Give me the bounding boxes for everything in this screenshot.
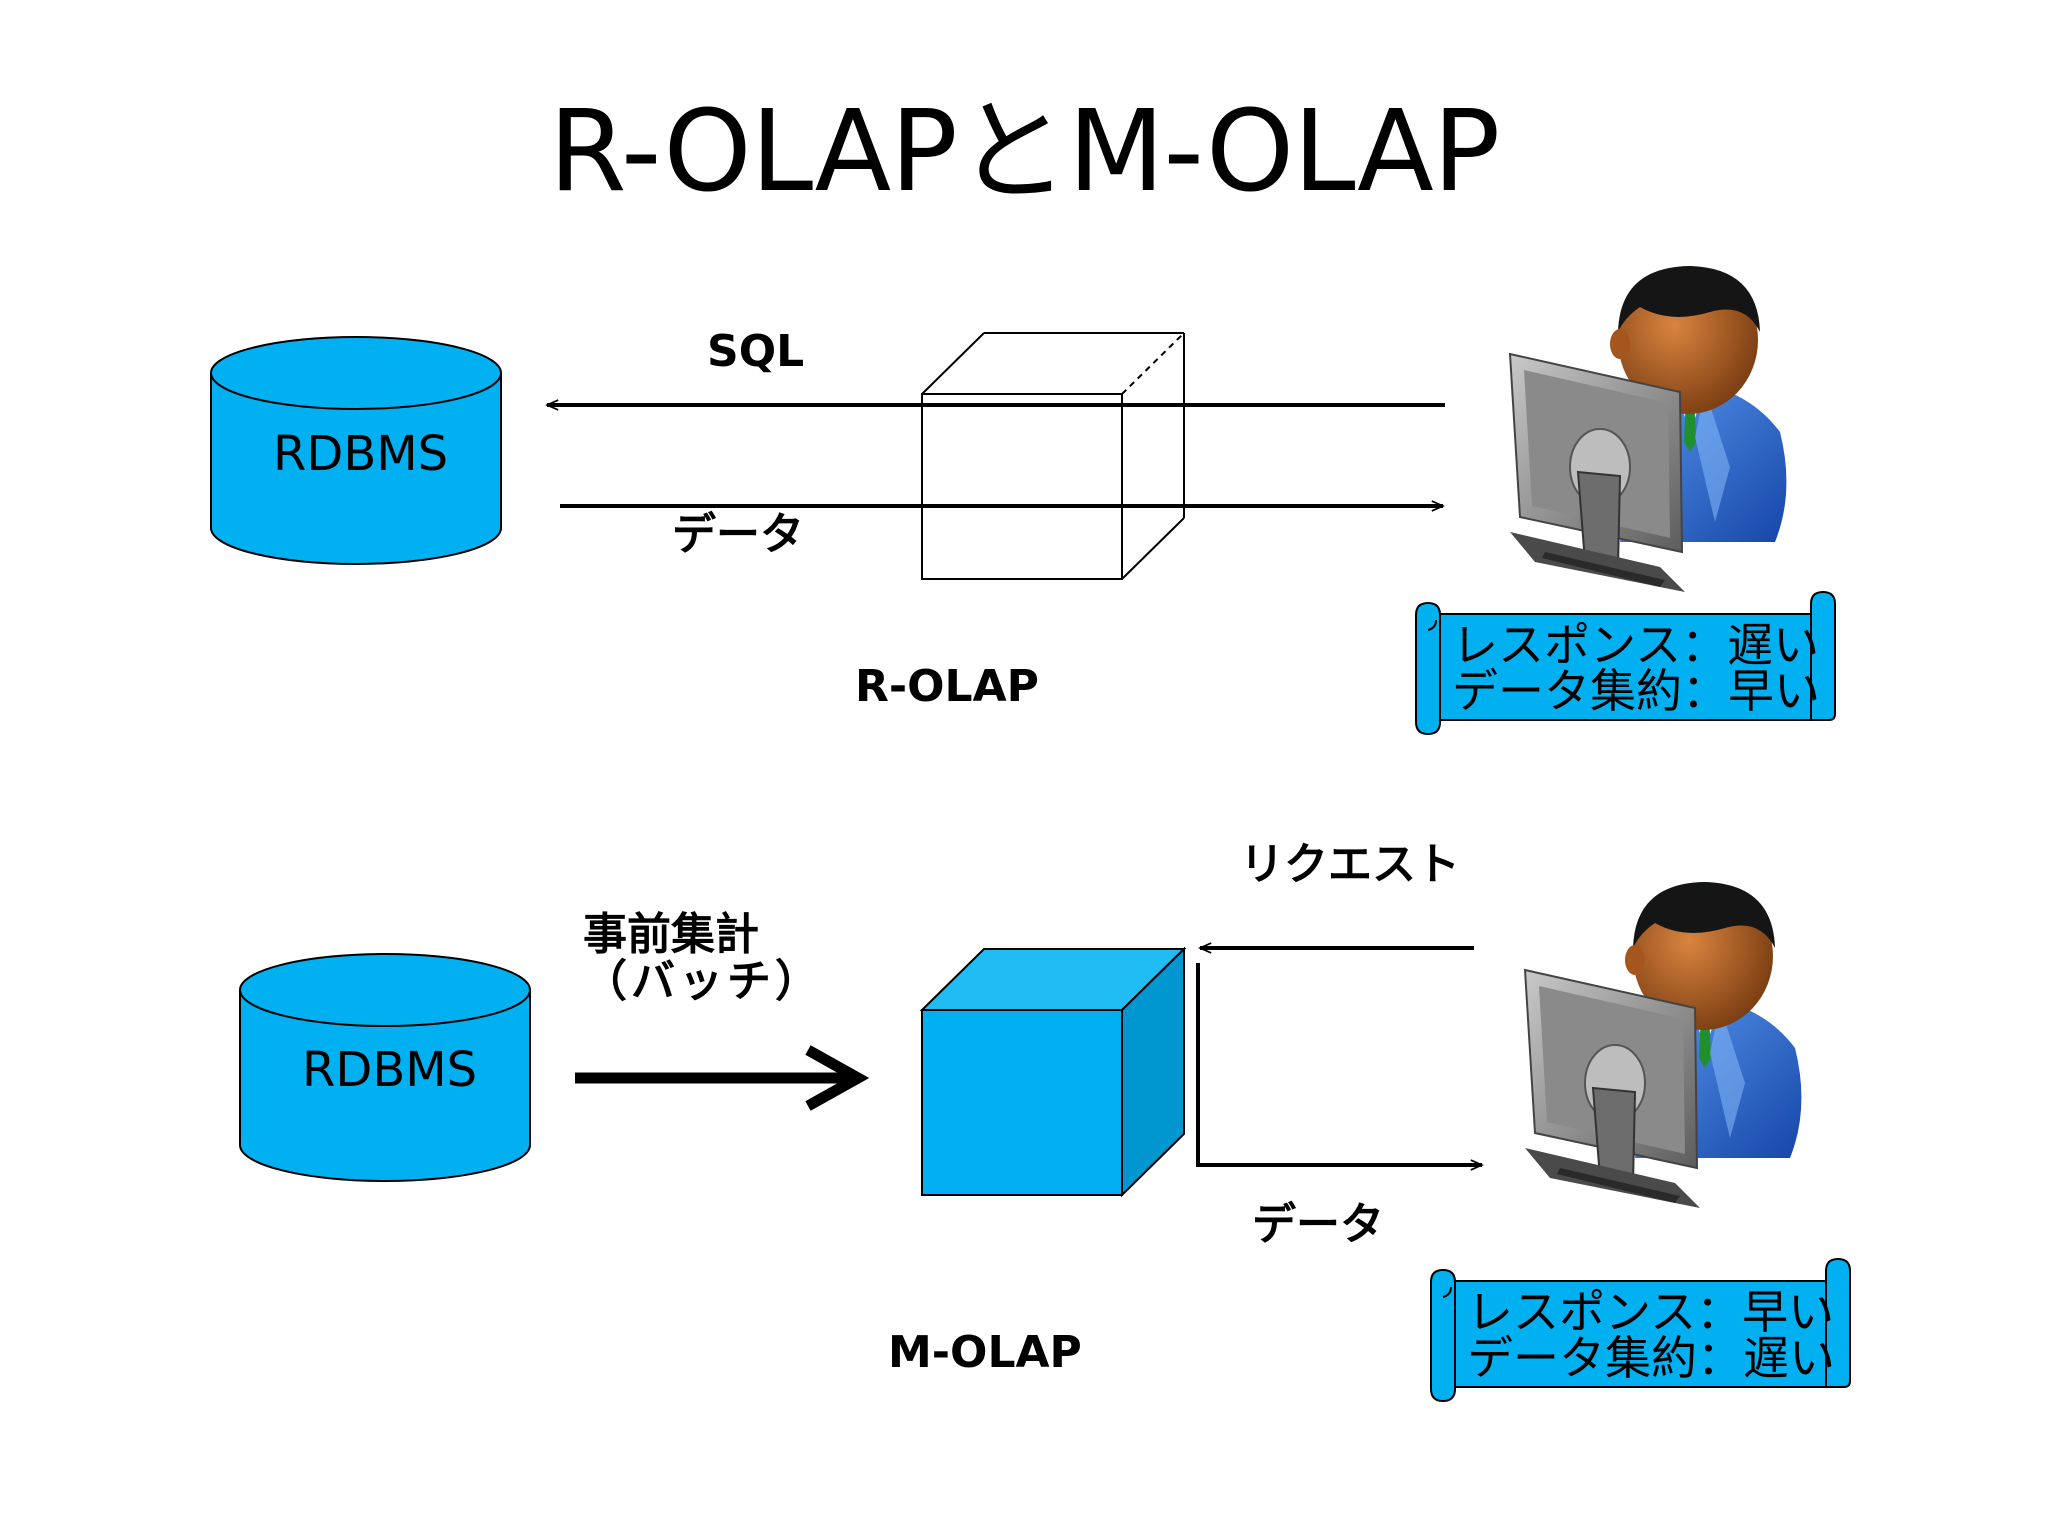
olap-cube-icon	[919, 946, 1187, 1198]
rolap-scroll-line2: データ集約：早い	[1452, 664, 1820, 718]
request-label: リクエスト	[1240, 839, 1460, 890]
rolap-section-label: R-OLAP	[855, 661, 1039, 712]
molap-scroll-line2: データ集約：遅い	[1467, 1331, 1835, 1385]
data-label-top: データ	[672, 509, 804, 560]
wireframe-cube-icon	[921, 332, 1185, 580]
data-label-bottom: データ	[1252, 1199, 1384, 1250]
molap-scroll-line1: レスポンス：早い	[1467, 1285, 1835, 1339]
rdbms-cylinder-icon	[210, 336, 502, 565]
rolap-scroll-line1: レスポンス：遅い	[1452, 618, 1820, 672]
scroll-banner-top-icon	[1415, 590, 1836, 736]
data-return-arrow	[1196, 963, 1482, 1165]
batch-arrow	[575, 1045, 870, 1111]
scroll-banner-bottom-icon	[1430, 1257, 1851, 1403]
batch-label-line2: （バッチ）	[583, 956, 823, 1007]
batch-label-line1: 事前集計	[583, 909, 759, 960]
rdbms-label-bottom: RDBMS	[302, 1042, 478, 1098]
page-title: R-OLAPとM-OLAP	[548, 87, 1501, 217]
molap-section-label: M-OLAP	[888, 1327, 1082, 1378]
user-at-computer-icon	[1523, 882, 1802, 1208]
user-at-computer-icon	[1508, 266, 1787, 592]
rdbms-label-top: RDBMS	[273, 426, 449, 482]
sql-label: SQL	[707, 326, 805, 377]
rdbms-cylinder-icon	[239, 953, 531, 1182]
